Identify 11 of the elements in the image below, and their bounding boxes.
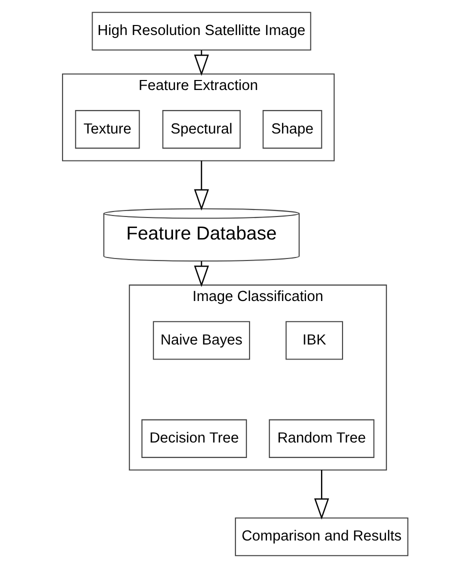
node-box: Texture xyxy=(75,110,140,149)
node-box: IBK xyxy=(286,321,344,360)
node-box: Spectural xyxy=(162,110,241,149)
node-box: Naive Bayes xyxy=(152,321,250,360)
arrow xyxy=(314,470,330,520)
node-box: Comparison and Results xyxy=(234,518,408,556)
node-box: Random Tree xyxy=(268,419,374,458)
node-box: High Resolution Satellitte Image xyxy=(92,12,312,50)
arrow xyxy=(194,160,209,211)
node-box: Decision Tree xyxy=(141,419,247,458)
node-box: Shape xyxy=(262,110,322,149)
